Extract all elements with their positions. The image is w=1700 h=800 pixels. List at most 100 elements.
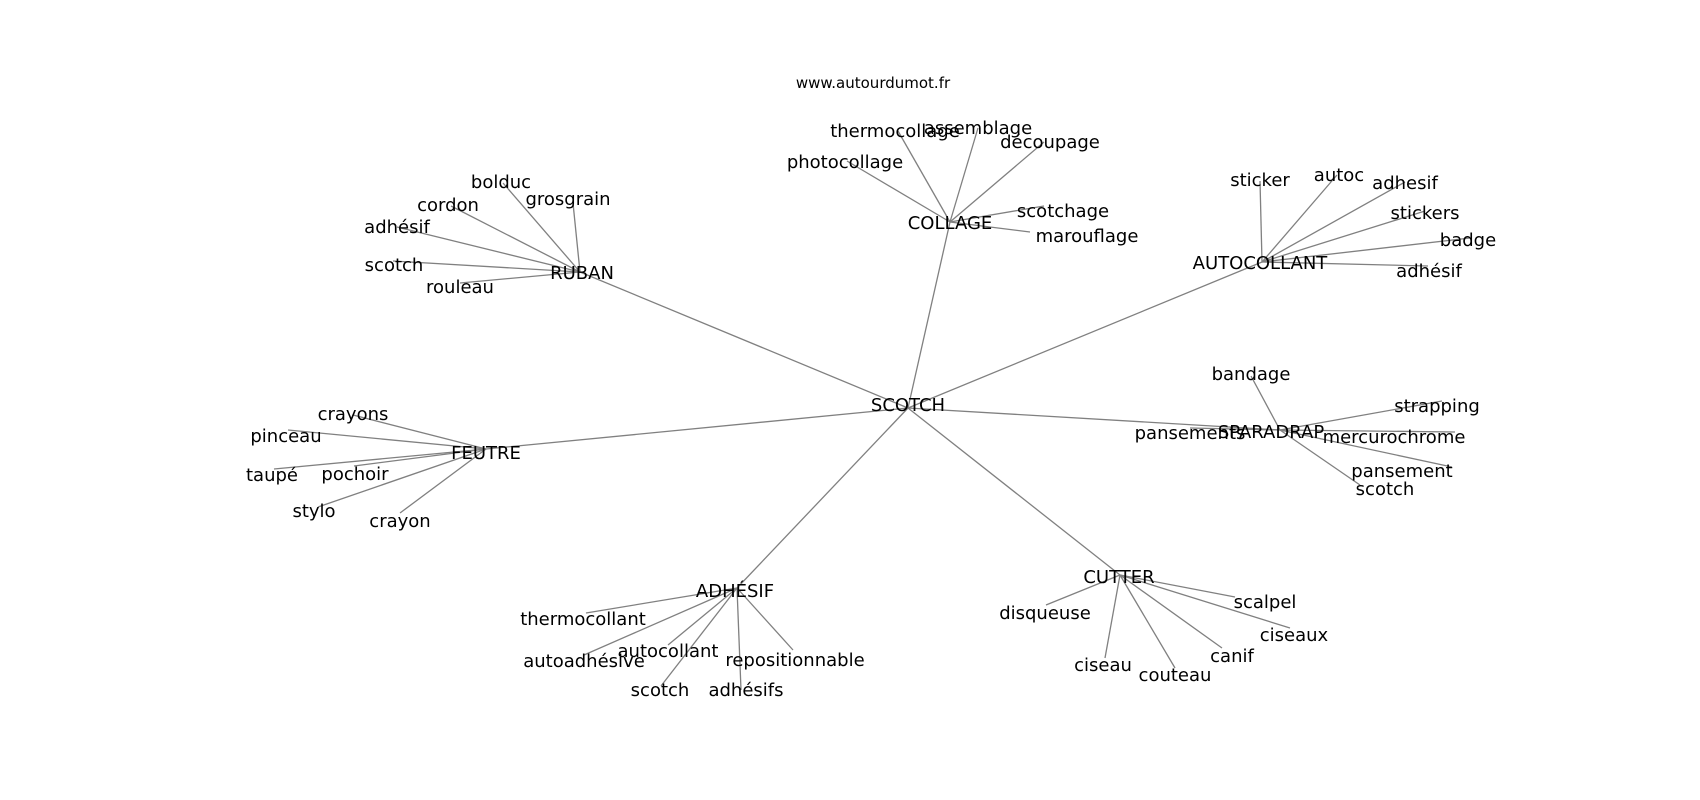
leaf-node-label: pansements (1135, 423, 1246, 444)
leaf-edge (1119, 574, 1176, 669)
leaf-node-label: adhésifs (708, 680, 783, 701)
leaf-node-label: autoc (1314, 165, 1364, 186)
leaf-edge (585, 587, 738, 614)
graph-edges (273, 127, 1471, 691)
leaf-node-label: grosgrain (525, 189, 610, 210)
leaf-edge (392, 260, 581, 273)
leaf-edge (846, 160, 951, 223)
leaf-node-label: scotch (365, 255, 424, 276)
leaf-node-label: marouflage (1036, 226, 1139, 247)
leaf-edge (502, 182, 581, 273)
leaf-edge (352, 414, 487, 450)
cluster-node-label: ADHÉSIF (696, 580, 774, 602)
cluster-node-label: FEUTRE (451, 443, 521, 464)
leaf-edge (1119, 574, 1291, 629)
cluster-node-label: AUTOCOLLANT (1193, 253, 1329, 274)
leaf-node-label: adhesif (1372, 173, 1438, 194)
leaf-node-label: rouleau (426, 277, 494, 298)
leaf-node-label: disqueuse (999, 603, 1091, 624)
leaf-edge (396, 226, 581, 273)
leaf-edge (667, 587, 738, 646)
leaf-node-label: pochoir (321, 464, 389, 485)
leaf-node-label: cordon (417, 195, 479, 216)
leaf-node-label: taupé (246, 465, 298, 486)
leaf-node-label: canif (1210, 646, 1254, 667)
leaf-node-label: crayons (318, 404, 389, 425)
leaf-node-label: stylo (292, 501, 335, 522)
leaf-edge (572, 202, 581, 273)
leaf-edge (273, 448, 487, 470)
leaf-edge (949, 205, 1045, 223)
leaf-node-label: bolduc (471, 172, 531, 193)
hub-edge (485, 407, 909, 450)
leaf-edge (1261, 181, 1406, 263)
leaf-edge (317, 448, 487, 508)
hub-edge (736, 407, 909, 589)
leaf-node-label: adhésif (1396, 261, 1462, 282)
leaf-edge (1279, 429, 1456, 433)
leaf-node-label: sticker (1230, 170, 1290, 191)
leaf-edge (736, 587, 742, 691)
leaf-node-label: adhésif (364, 217, 430, 238)
site-url: www.autourdumot.fr (796, 74, 951, 92)
leaf-edge (353, 448, 487, 467)
leaf-edge (1119, 574, 1223, 649)
leaf-edge (949, 141, 1045, 223)
leaf-edge (1279, 400, 1443, 431)
leaf-node-label: mercurochrome (1323, 427, 1466, 448)
leaf-node-label: crayon (369, 511, 430, 532)
leaf-edge (583, 587, 738, 656)
leaf-edge (1250, 375, 1281, 431)
leaf-node-label: stickers (1391, 203, 1460, 224)
leaf-edge (949, 127, 979, 223)
leaf-node-label: scalpel (1234, 592, 1297, 613)
leaf-edge (1104, 574, 1121, 659)
leaf-edge (1259, 180, 1263, 263)
leaf-edge (736, 587, 794, 651)
leaf-edge (1261, 210, 1426, 263)
leaf-edge (949, 221, 1031, 233)
leaf-edge (660, 587, 738, 687)
leaf-node-label: badge (1440, 230, 1496, 251)
leaf-node-label: scotchage (1017, 201, 1109, 222)
leaf-node-label: photocollage (787, 152, 903, 173)
leaf-node-label: bandage (1212, 364, 1291, 385)
leaf-edge (1189, 427, 1281, 431)
leaf-edge (1261, 237, 1471, 263)
hub-edge (907, 221, 951, 409)
leaf-edge (897, 130, 951, 223)
leaf-edge (1045, 574, 1121, 606)
leaf-node-label: strapping (1394, 396, 1480, 417)
leaf-node-label: scotch (1356, 479, 1415, 500)
center-node-label: SCOTCH (871, 395, 945, 416)
cluster-node-label: SPARADRAP (1218, 422, 1324, 443)
leaf-edge (1261, 174, 1338, 263)
leaf-edge (399, 448, 487, 514)
leaf-node-label: ciseaux (1260, 625, 1329, 646)
leaf-node-label: couteau (1139, 665, 1212, 686)
leaf-node-label: autoadhésive (523, 651, 645, 672)
hub-edge (907, 261, 1263, 409)
leaf-edge (1119, 574, 1236, 598)
leaf-node-label: scotch (631, 680, 690, 701)
hub-edge (907, 407, 1281, 431)
leaf-edge (1279, 429, 1361, 486)
leaf-node-label: repositionnable (725, 650, 864, 671)
leaf-node-label: autocollant (618, 641, 719, 662)
cluster-node-label: CUTTER (1083, 567, 1154, 588)
cluster-node-label: COLLAGE (908, 213, 993, 234)
leaf-node-label: thermocollant (520, 609, 646, 630)
hub-edge (907, 407, 1121, 576)
leaf-node-label: pansement (1351, 461, 1452, 482)
leaf-edge (1261, 261, 1429, 267)
leaf-edge (450, 205, 581, 273)
leaf-edge (459, 271, 581, 284)
leaf-node-label: ciseau (1074, 655, 1132, 676)
leaf-node-label: découpage (1000, 132, 1100, 153)
leaf-node-label: thermocollage (830, 121, 960, 142)
cluster-node-label: RUBAN (550, 263, 614, 284)
leaf-edge (1279, 429, 1453, 468)
leaf-node-label: assemblage (924, 118, 1032, 139)
